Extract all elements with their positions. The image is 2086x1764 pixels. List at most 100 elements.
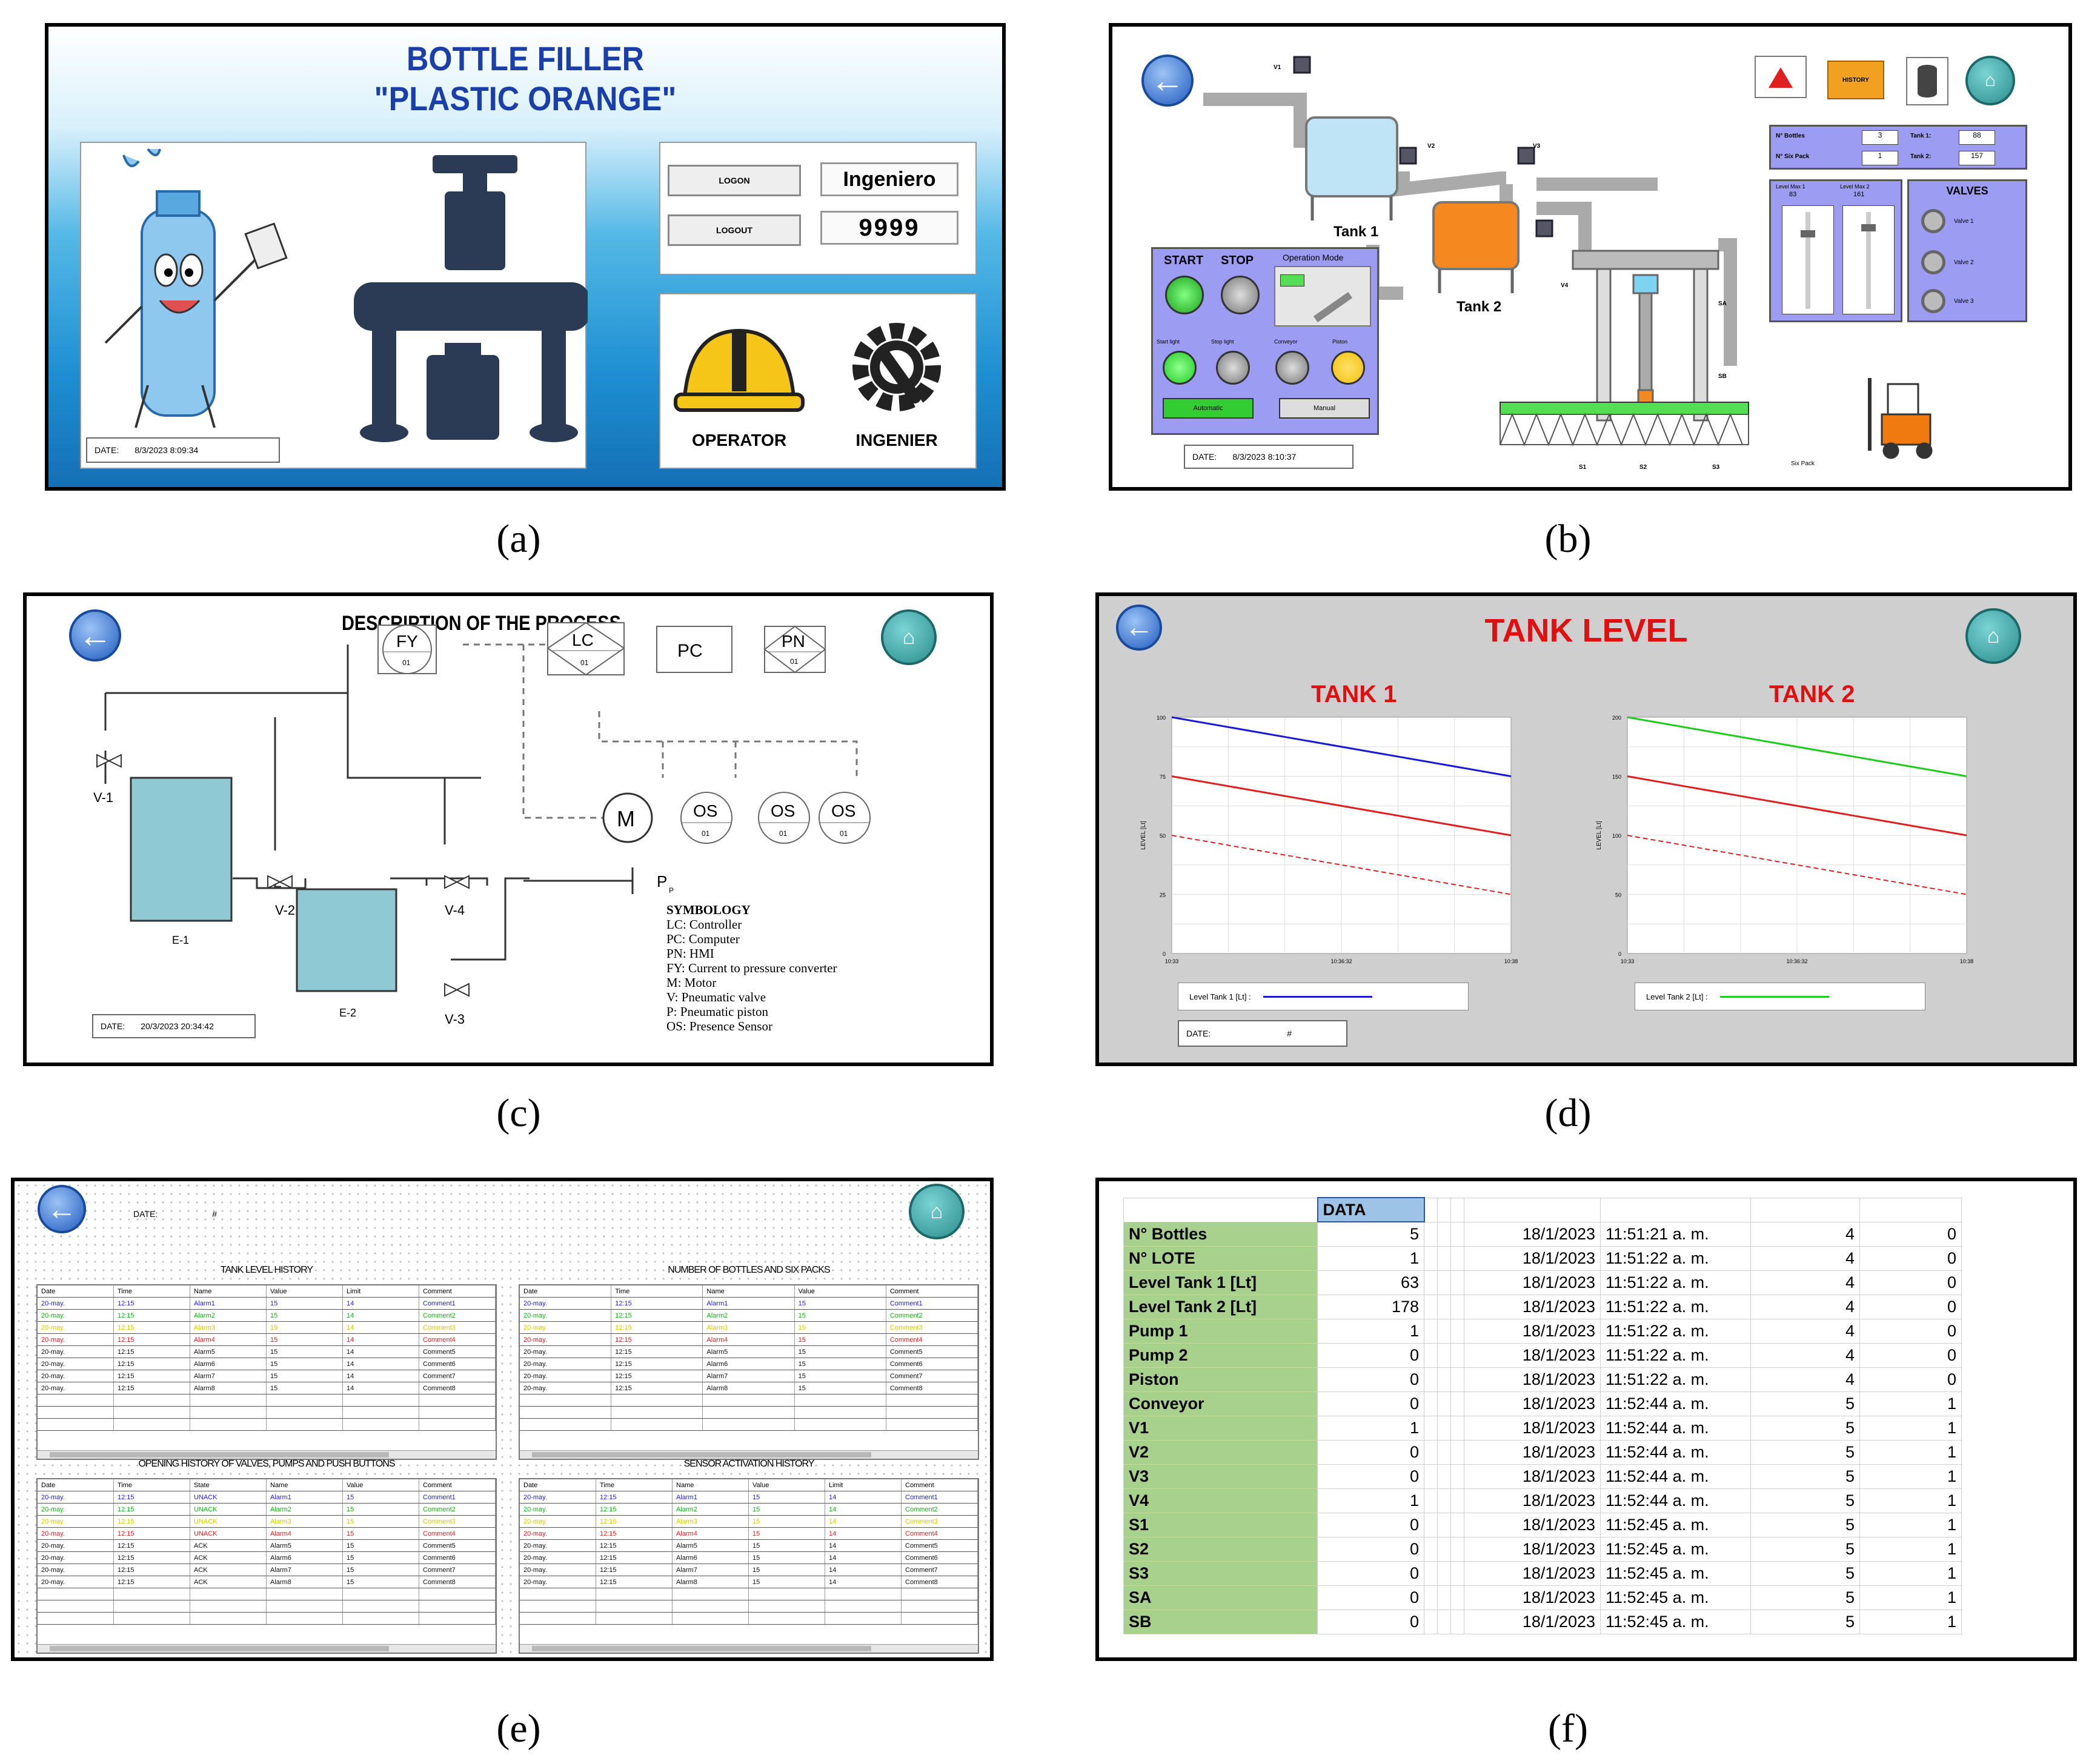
cell-value[interactable]: 1 [1317,1488,1424,1513]
cell-blank[interactable] [1437,1342,1451,1368]
cell-value[interactable]: 1 [1317,1245,1424,1271]
cell-label[interactable]: Level Tank 2 [Lt] [1123,1294,1318,1319]
cell-time[interactable]: 11:52:45 a. m. [1600,1512,1751,1537]
cell-date[interactable]: 18/1/2023 [1464,1439,1601,1465]
cell-n1[interactable]: 5 [1750,1585,1860,1610]
column-header[interactable]: Time [114,1285,190,1297]
cell-time[interactable]: 11:52:44 a. m. [1600,1439,1751,1465]
cell-value[interactable]: 0 [1317,1439,1424,1465]
operation-mode-selector[interactable] [1274,266,1371,327]
cell-blank[interactable] [1424,1294,1438,1319]
valve-3-switch[interactable]: Valve 3 [1921,288,2018,314]
cell-n1[interactable]: 4 [1750,1270,1860,1295]
password-field[interactable]: 9999 [820,211,958,245]
home-button[interactable]: ⌂ [881,609,937,665]
cell-blank[interactable] [1450,1536,1464,1562]
cell-blank[interactable] [1424,1512,1438,1537]
cell-blank[interactable] [1424,1318,1438,1344]
horizontal-scrollbar[interactable] [38,1644,496,1653]
cell-blank[interactable] [1437,1318,1451,1344]
cell-n1[interactable]: 5 [1750,1560,1860,1586]
cell-blank[interactable] [1424,1439,1438,1465]
column-header[interactable]: Name [267,1479,343,1491]
cell-date[interactable]: 18/1/2023 [1464,1245,1601,1271]
cell-value[interactable]: 1 [1317,1415,1424,1441]
cell-label[interactable]: Level Tank 1 [Lt] [1123,1270,1318,1295]
column-header[interactable]: Value [795,1285,886,1297]
start-button[interactable] [1165,276,1204,314]
cell-value[interactable]: 0 [1317,1512,1424,1537]
cell-blank[interactable] [1450,1488,1464,1513]
logon-button[interactable]: LOGON [668,165,801,196]
cell-blank[interactable] [1437,1294,1451,1319]
cell-value[interactable]: 1 [1317,1318,1424,1344]
cell-label[interactable]: N° LOTE [1123,1245,1318,1271]
cell-n1[interactable]: 5 [1750,1488,1860,1513]
cell-value[interactable]: 0 [1317,1609,1424,1634]
cell-blank[interactable] [1437,1464,1451,1489]
cell-label[interactable]: S2 [1123,1536,1318,1562]
cell-label[interactable]: S1 [1123,1512,1318,1537]
cell-n2[interactable]: 0 [1859,1270,1962,1295]
column-header[interactable]: Date [38,1479,114,1491]
column-header[interactable]: Value [749,1479,825,1491]
cell-n2[interactable]: 1 [1859,1512,1962,1537]
cell-blank[interactable] [1437,1270,1451,1295]
cell-label[interactable]: SB [1123,1609,1318,1634]
column-header[interactable]: Date [38,1285,114,1297]
cell-n1[interactable]: 4 [1750,1294,1860,1319]
cell-n1[interactable]: 4 [1750,1342,1860,1368]
cell-date[interactable]: 18/1/2023 [1464,1609,1601,1634]
ingenier-button[interactable]: INGENIER [830,307,963,458]
automatic-button[interactable]: Automatic [1163,398,1254,419]
cell-label[interactable]: Pump 2 [1123,1342,1318,1368]
back-button[interactable]: ← [38,1185,86,1233]
column-header[interactable]: Date [520,1479,596,1491]
cell-n1[interactable]: 5 [1750,1391,1860,1416]
column-header[interactable]: Name [673,1479,749,1491]
cell-date[interactable]: 18/1/2023 [1464,1512,1601,1537]
column-header[interactable]: Name [703,1285,795,1297]
cell-label[interactable]: V4 [1123,1488,1318,1513]
cell-blank[interactable] [1450,1318,1464,1344]
cell-n2[interactable]: 1 [1859,1536,1962,1562]
cell-date[interactable]: 18/1/2023 [1464,1270,1601,1295]
cell-n1[interactable]: 5 [1750,1464,1860,1489]
cell-blank[interactable] [1424,1342,1438,1368]
cell-blank[interactable] [1424,1367,1438,1392]
cell-n1[interactable]: 4 [1750,1221,1860,1247]
cell-n2[interactable]: 1 [1859,1464,1962,1489]
cell-n1[interactable]: 4 [1750,1318,1860,1344]
cell-value[interactable]: 0 [1317,1367,1424,1392]
cell-label[interactable]: Conveyor [1123,1391,1318,1416]
cell-date[interactable]: 18/1/2023 [1464,1585,1601,1610]
cell-label[interactable]: SA [1123,1585,1318,1610]
column-header[interactable]: Time [114,1479,190,1491]
cell-label[interactable]: Pump 1 [1123,1318,1318,1344]
cell-value[interactable]: 63 [1317,1270,1424,1295]
cell-label[interactable]: V2 [1123,1439,1318,1465]
cell-blank[interactable] [1437,1585,1451,1610]
cell-blank[interactable] [1424,1536,1438,1562]
cell-blank[interactable] [1450,1512,1464,1537]
cell-time[interactable]: 11:52:45 a. m. [1600,1585,1751,1610]
cell-value[interactable]: 0 [1317,1585,1424,1610]
cell-value[interactable]: 0 [1317,1342,1424,1368]
cell-time[interactable]: 11:51:22 a. m. [1600,1367,1751,1392]
column-header[interactable]: Comment [902,1479,978,1491]
cell-blank[interactable] [1450,1367,1464,1392]
cell-blank[interactable] [1424,1464,1438,1489]
history-button[interactable]: HISTORY [1827,61,1884,99]
